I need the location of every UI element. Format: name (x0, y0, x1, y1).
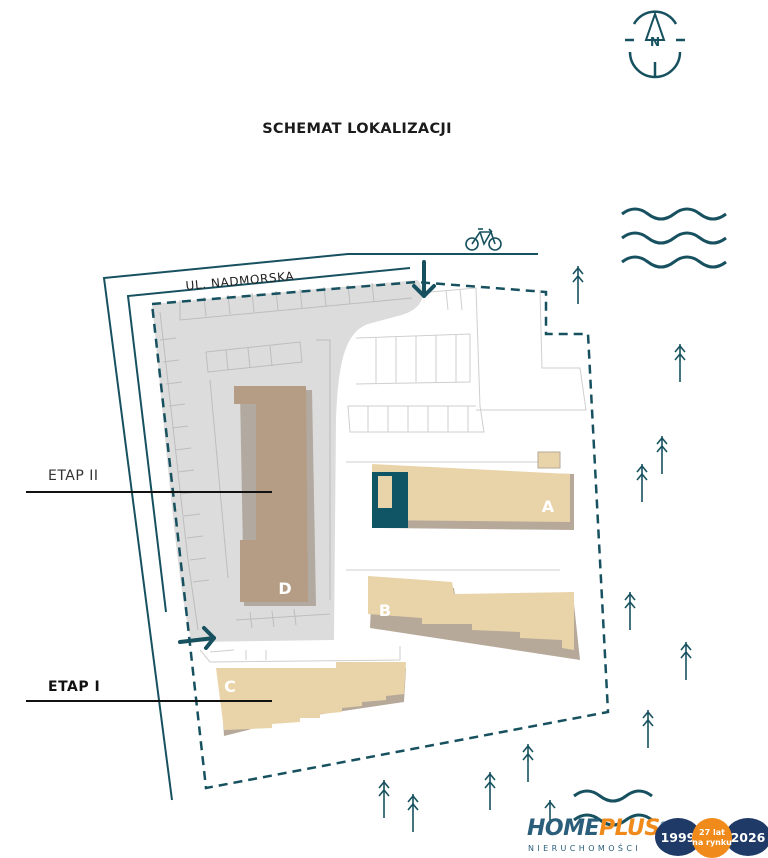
badge-year-end: 2026 (725, 818, 768, 856)
tree-icons (378, 266, 692, 832)
compass-icon: N (625, 10, 685, 79)
building-b-label: B (379, 601, 391, 620)
building-c: C (216, 662, 406, 736)
etap2-label: ETAP II (48, 468, 99, 484)
logo-subtitle: NIERUCHOMOŚCI (528, 844, 642, 853)
logo-home-text: HOME (527, 816, 600, 841)
homeplus-logo: HOMEPLUS® (527, 816, 667, 841)
building-a: A (372, 451, 574, 530)
badge-anniversary: 27 lat na rynku (692, 818, 732, 858)
building-d-label: D (278, 579, 291, 598)
page-title: SCHEMAT LOKALIZACJI (262, 121, 452, 137)
water-waves-icon (621, 207, 727, 269)
site-boundary (150, 280, 610, 790)
compass-label: N (650, 35, 660, 49)
building-c-label: C (224, 677, 236, 696)
anniversary-line1: 27 lat (699, 828, 725, 837)
water-waves-bottom-icon (573, 789, 653, 827)
anniversary-line2: na rynku (692, 838, 732, 847)
building-a-label: A (542, 497, 555, 516)
building-d: D (234, 386, 316, 606)
street-lines (102, 253, 538, 801)
bicycle-icon (465, 228, 502, 251)
etap1-label: ETAP I (48, 679, 101, 695)
entry-arrow-west-icon (178, 626, 216, 650)
logo-plus-text: PLUS (599, 816, 660, 841)
street-name-label: UL. NADMORSKA (185, 269, 295, 293)
building-b: B (368, 576, 580, 660)
parking-stalls (159, 282, 413, 631)
entry-arrow-north-icon (412, 260, 436, 298)
